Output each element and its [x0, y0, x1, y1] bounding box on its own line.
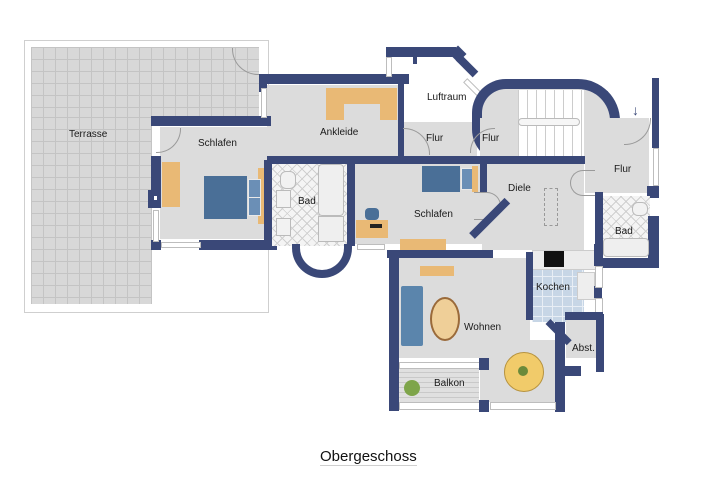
sink	[276, 190, 291, 208]
window	[261, 88, 267, 118]
room-label-bad-2: Bad	[615, 226, 633, 237]
room-label-schlafen-1: Schlafen	[198, 138, 237, 149]
wall	[413, 56, 417, 64]
wall	[595, 192, 603, 270]
nightstand	[258, 168, 266, 224]
stair-handrail	[518, 118, 580, 126]
wall	[565, 366, 581, 376]
pillow	[248, 179, 261, 198]
window	[153, 210, 159, 242]
wall	[347, 160, 355, 246]
window	[653, 148, 659, 186]
sink	[276, 218, 291, 236]
room-label-wohnen: Wohnen	[464, 322, 502, 333]
wall	[652, 78, 659, 148]
wall	[264, 160, 272, 246]
plant-icon	[404, 380, 420, 396]
pillow	[248, 197, 261, 216]
toilet	[280, 171, 296, 189]
wall	[148, 190, 154, 208]
room-label-flur-1: Flur	[426, 133, 444, 144]
bed	[422, 166, 460, 192]
wall	[526, 252, 533, 320]
wall	[151, 156, 161, 208]
bathtub	[603, 238, 649, 257]
wall	[267, 156, 587, 164]
wall	[387, 250, 493, 258]
room-label-abst: Abst.	[572, 343, 595, 354]
plant-icon	[518, 366, 528, 376]
counter	[532, 250, 596, 270]
room-label-bad-1: Bad	[298, 196, 316, 207]
shower	[318, 216, 344, 242]
wardrobe	[162, 162, 180, 207]
window	[161, 242, 201, 248]
wall	[479, 358, 489, 370]
window	[386, 57, 392, 77]
wall	[398, 84, 404, 156]
wall	[386, 47, 456, 57]
floor-title: Obergeschoss	[320, 448, 417, 466]
door-swing	[570, 170, 595, 196]
room-label-balkon: Balkon	[434, 378, 465, 389]
room-label-flur-3: Flur	[614, 164, 632, 175]
room-label-terrasse: Terrasse	[69, 129, 108, 140]
wall	[595, 258, 659, 268]
nightstand	[472, 166, 478, 192]
terrace-floor-lower	[31, 117, 152, 304]
wall	[151, 116, 271, 126]
window	[595, 266, 603, 288]
room-label-diele: Diele	[508, 183, 531, 194]
wall	[555, 306, 565, 412]
desk	[356, 220, 388, 238]
room-label-schlafen-2: Schlafen	[414, 209, 453, 220]
window	[399, 402, 481, 410]
wall	[151, 240, 161, 250]
toilet	[632, 202, 648, 216]
entrance-arrow-icon: ↓	[632, 102, 639, 118]
bad-1-round-wall	[292, 244, 352, 278]
monitor	[370, 224, 382, 228]
bed	[204, 176, 247, 219]
cooktop	[544, 251, 564, 267]
wall	[565, 312, 603, 320]
abst-floor	[566, 318, 596, 358]
wall	[259, 74, 409, 84]
tv-unit	[420, 266, 454, 276]
wall	[594, 286, 602, 298]
wall	[596, 314, 604, 372]
wall	[647, 186, 659, 198]
terrace-floor	[31, 47, 259, 117]
wall	[199, 240, 277, 250]
room-label-kochen: Kochen	[536, 282, 570, 293]
wall	[479, 400, 489, 412]
wall	[480, 162, 487, 192]
room-label-luftraum: Luftraum	[427, 92, 467, 103]
window	[357, 244, 385, 250]
wall	[455, 54, 479, 78]
sink	[577, 272, 595, 300]
wall	[594, 244, 602, 266]
bathtub	[318, 164, 344, 216]
window	[490, 402, 556, 410]
wall	[648, 216, 659, 268]
office-chair	[365, 208, 379, 220]
dressing-unit	[326, 104, 344, 120]
window	[399, 362, 481, 369]
dressing-unit	[380, 104, 397, 120]
coffee-table	[430, 297, 460, 341]
sofa	[401, 286, 423, 346]
room-label-ankleide: Ankleide	[320, 127, 359, 138]
skylight	[544, 188, 558, 226]
wall	[389, 258, 399, 411]
dressing-unit	[326, 88, 397, 104]
wall-vent	[154, 196, 157, 200]
